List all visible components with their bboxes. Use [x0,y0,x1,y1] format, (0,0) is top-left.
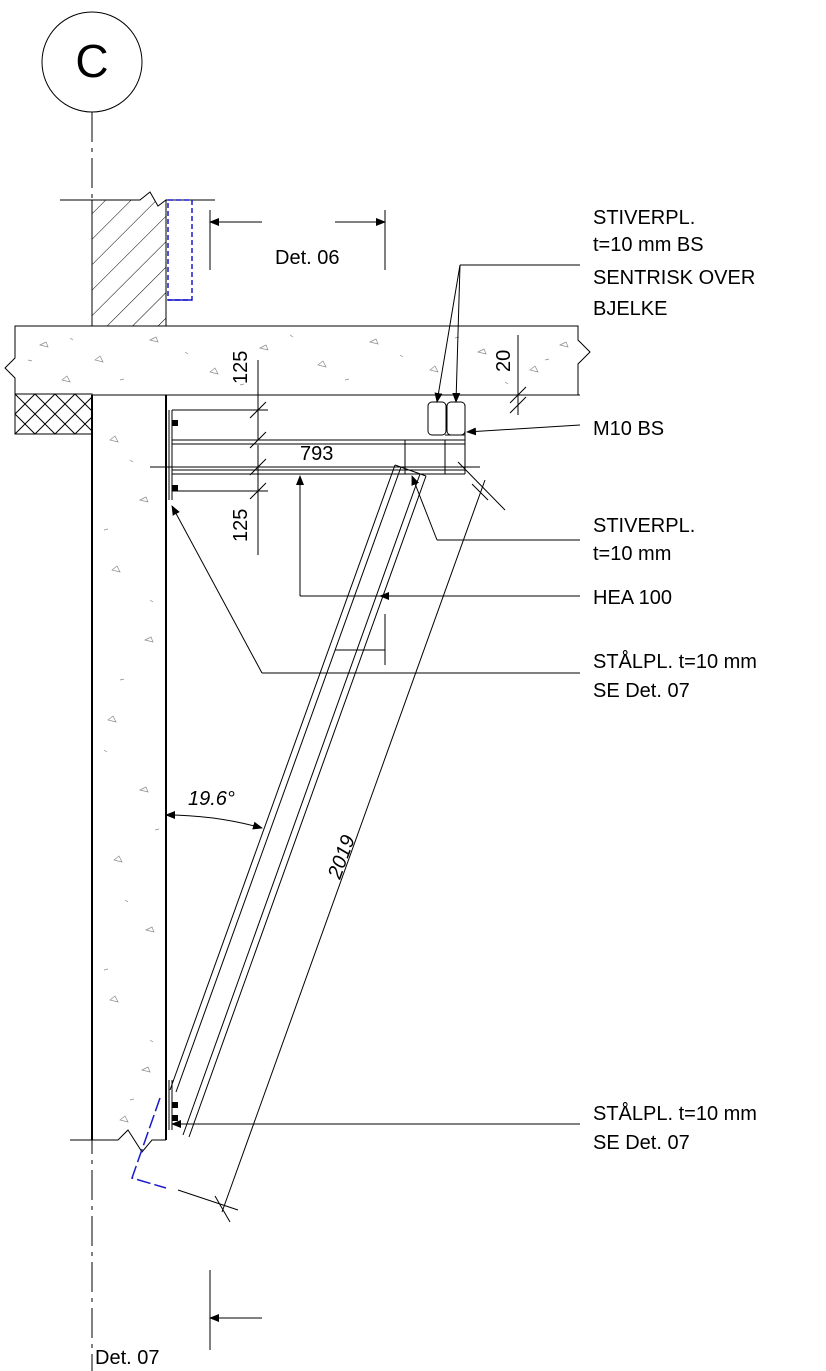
insulation-strip [167,199,193,301]
dim-span: 793 [300,443,333,465]
upper-wall [60,191,215,327]
note-plate-top-2: SE Det. 07 [593,680,690,702]
dimension-labels: 125 793 125 20 2019 19.6° [188,350,515,883]
dim-slab-offset: 20 [493,350,515,372]
dim-top-offset: 125 [230,351,252,384]
note-stiffener-1: STIVERPL. [593,515,695,537]
angle-arc [165,811,263,830]
note-plate-top-1: STÅLPL. t=10 mm [593,650,757,673]
note-plate-bottom-2: SE Det. 07 [593,1132,690,1154]
anchor-bolt-lower-bottom [172,1115,178,1121]
note-stiffener-top-3: SENTRISK OVER [593,267,755,289]
note-stiffener-2: t=10 mm [593,543,671,565]
annotation-notes: STIVERPL. t=10 mm BS SENTRISK OVER BJELK… [593,207,757,1154]
section-ref-det07: Det. 07 [95,1347,159,1369]
note-plate-bottom-1: STÅLPL. t=10 mm [593,1102,757,1125]
note-stiffener-top-1: STIVERPL. [593,207,695,229]
section-mark-det06: Det. 06 [209,210,386,270]
grid-marker-label: C [75,35,108,87]
dim-bottom-offset: 125 [230,509,252,542]
note-beam: HEA 100 [593,587,672,609]
dim-brace-length: 2019 [324,832,360,882]
insulation-box [14,393,93,435]
note-stiffener-top-4: BJELKE [593,298,667,320]
dim-brace-angle: 19.6° [188,788,235,810]
top-stiffeners [427,401,466,436]
note-bolt: M10 BS [593,418,664,440]
upper-wall-plate [168,410,178,500]
concrete-wall [70,395,167,1153]
diagonal-brace [169,464,427,1138]
anchor-bolt-lower-top [172,1102,178,1108]
anchor-bolt-top [172,420,178,426]
hea-100-beam [172,405,466,475]
leader-lines [171,264,581,1128]
note-stiffener-top-2: t=10 mm BS [593,234,704,256]
section-ref-det06: Det. 06 [275,247,339,269]
section-mark-det07: Det. 07 [95,1270,262,1369]
slab-texture [27,334,569,386]
wall-break-bottom [70,1129,166,1153]
anchor-bolt-bottom [172,485,178,491]
anchor-embed-outline [131,1097,167,1189]
lower-wall-plate [131,1080,178,1189]
dimension-lines [150,335,580,1223]
hatched-wall [91,191,167,327]
